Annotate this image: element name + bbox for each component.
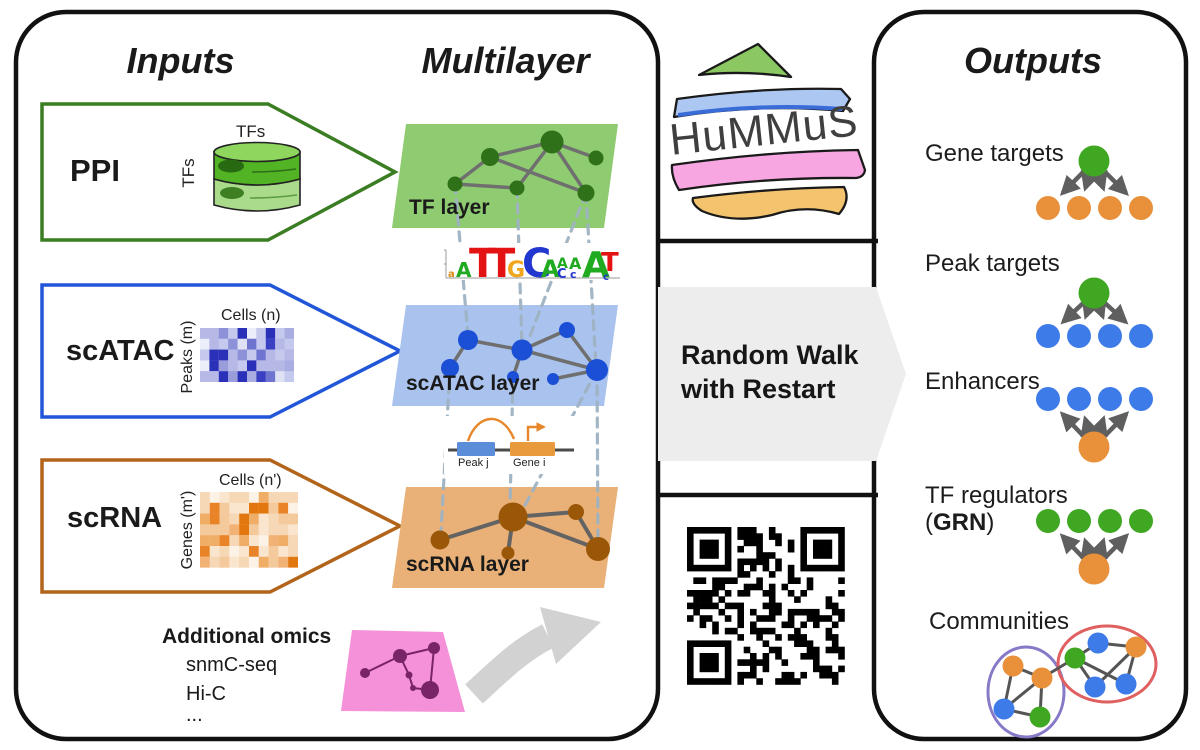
scrna-cols-label: Cells (n') bbox=[219, 472, 282, 489]
scatac-layer-network bbox=[441, 322, 608, 385]
svg-text:A: A bbox=[557, 256, 568, 272]
peak-gene-arc bbox=[466, 417, 516, 442]
svg-text:c: c bbox=[603, 272, 609, 283]
scrna-layer-label: scRNA layer bbox=[406, 553, 529, 576]
svg-text:A: A bbox=[582, 245, 610, 286]
random-walk-label-line1: Random Walk bbox=[681, 340, 859, 370]
ppi-db-side-label: TFs bbox=[179, 158, 198, 188]
scatac-layer-label: scATAC layer bbox=[406, 372, 540, 395]
additional-omics-item: snmC-seq bbox=[186, 654, 278, 676]
ppi-db-top-label: TFs bbox=[236, 122, 266, 141]
output-gene-targets-label: Gene targets bbox=[925, 140, 1064, 167]
grn-paren-close: ) bbox=[986, 509, 995, 536]
svg-text:G: G bbox=[507, 258, 525, 283]
svg-text:T: T bbox=[469, 241, 497, 287]
outputs-title: Outputs bbox=[964, 40, 1102, 81]
output-tf-regulators-label: TF regulators bbox=[925, 482, 1068, 509]
svg-text:T: T bbox=[488, 241, 516, 287]
svg-text:A: A bbox=[541, 255, 560, 283]
svg-text:C: C bbox=[557, 267, 567, 282]
communities-icon bbox=[986, 624, 1158, 739]
peak-box bbox=[457, 442, 495, 456]
ppi-label: PPI bbox=[70, 153, 120, 188]
random-walk-arrow-shape bbox=[658, 287, 906, 461]
output-enhancers-label: Enhancers bbox=[925, 368, 1040, 395]
random-walk-label-line2: with Restart bbox=[681, 374, 836, 404]
scrna-layer-network bbox=[430, 502, 610, 561]
additional-omics-item: Hi-C bbox=[186, 683, 226, 705]
scatac-cols-label: Cells (n) bbox=[221, 307, 281, 324]
svg-text:A: A bbox=[456, 258, 472, 282]
ppi-database-icon bbox=[213, 141, 301, 212]
additional-omics-item: ... bbox=[186, 704, 203, 726]
promoter-arrow-icon bbox=[526, 422, 546, 441]
output-grn-label: (GRN) bbox=[925, 510, 994, 535]
tf-layer-network bbox=[447, 130, 604, 202]
logo-blue-accent bbox=[678, 105, 842, 117]
peak-j-label: Peak j bbox=[458, 457, 489, 469]
scatac-heatmap bbox=[200, 328, 294, 382]
gene-box bbox=[510, 442, 555, 456]
scatac-rows-label: Peaks (m) bbox=[179, 320, 196, 394]
tf-motif-sequence-logo bbox=[440, 243, 624, 280]
logo-green-band bbox=[697, 42, 793, 79]
gene-i-label: Gene i bbox=[513, 457, 546, 469]
inputs-title: Inputs bbox=[126, 40, 235, 81]
additional-omics-network bbox=[360, 642, 440, 699]
multilayer-title: Multilayer bbox=[421, 40, 590, 81]
svg-text:A: A bbox=[569, 254, 582, 273]
scrna-label: scRNA bbox=[67, 502, 163, 534]
tf-layer-plane bbox=[392, 124, 618, 228]
svg-text:T: T bbox=[601, 248, 619, 278]
grn-bold-text: GRN bbox=[933, 509, 987, 536]
tf-layer-label: TF layer bbox=[409, 196, 490, 219]
additional-omics-up-arrow-icon bbox=[465, 607, 601, 704]
peak-gene-diagram bbox=[444, 416, 576, 474]
scatac-label: scATAC bbox=[66, 335, 175, 367]
svg-text:a: a bbox=[448, 269, 455, 280]
output-fan-icons bbox=[1036, 145, 1153, 585]
additional-omics-layer-plane bbox=[341, 630, 465, 712]
scrna-heatmap bbox=[200, 492, 298, 568]
scrna-rows-label: Genes (m') bbox=[179, 490, 196, 570]
output-communities-label: Communities bbox=[929, 608, 1070, 635]
qr-code bbox=[679, 519, 853, 693]
logo-pink-band bbox=[670, 148, 867, 192]
additional-omics-title: Additional omics bbox=[162, 625, 332, 648]
output-peak-targets-label: Peak targets bbox=[925, 250, 1060, 277]
svg-text:c: c bbox=[570, 268, 577, 281]
logo-orange-band bbox=[691, 185, 848, 220]
grn-paren-open: ( bbox=[925, 509, 933, 536]
hummus-logo bbox=[670, 42, 867, 220]
svg-text:C: C bbox=[522, 241, 551, 287]
